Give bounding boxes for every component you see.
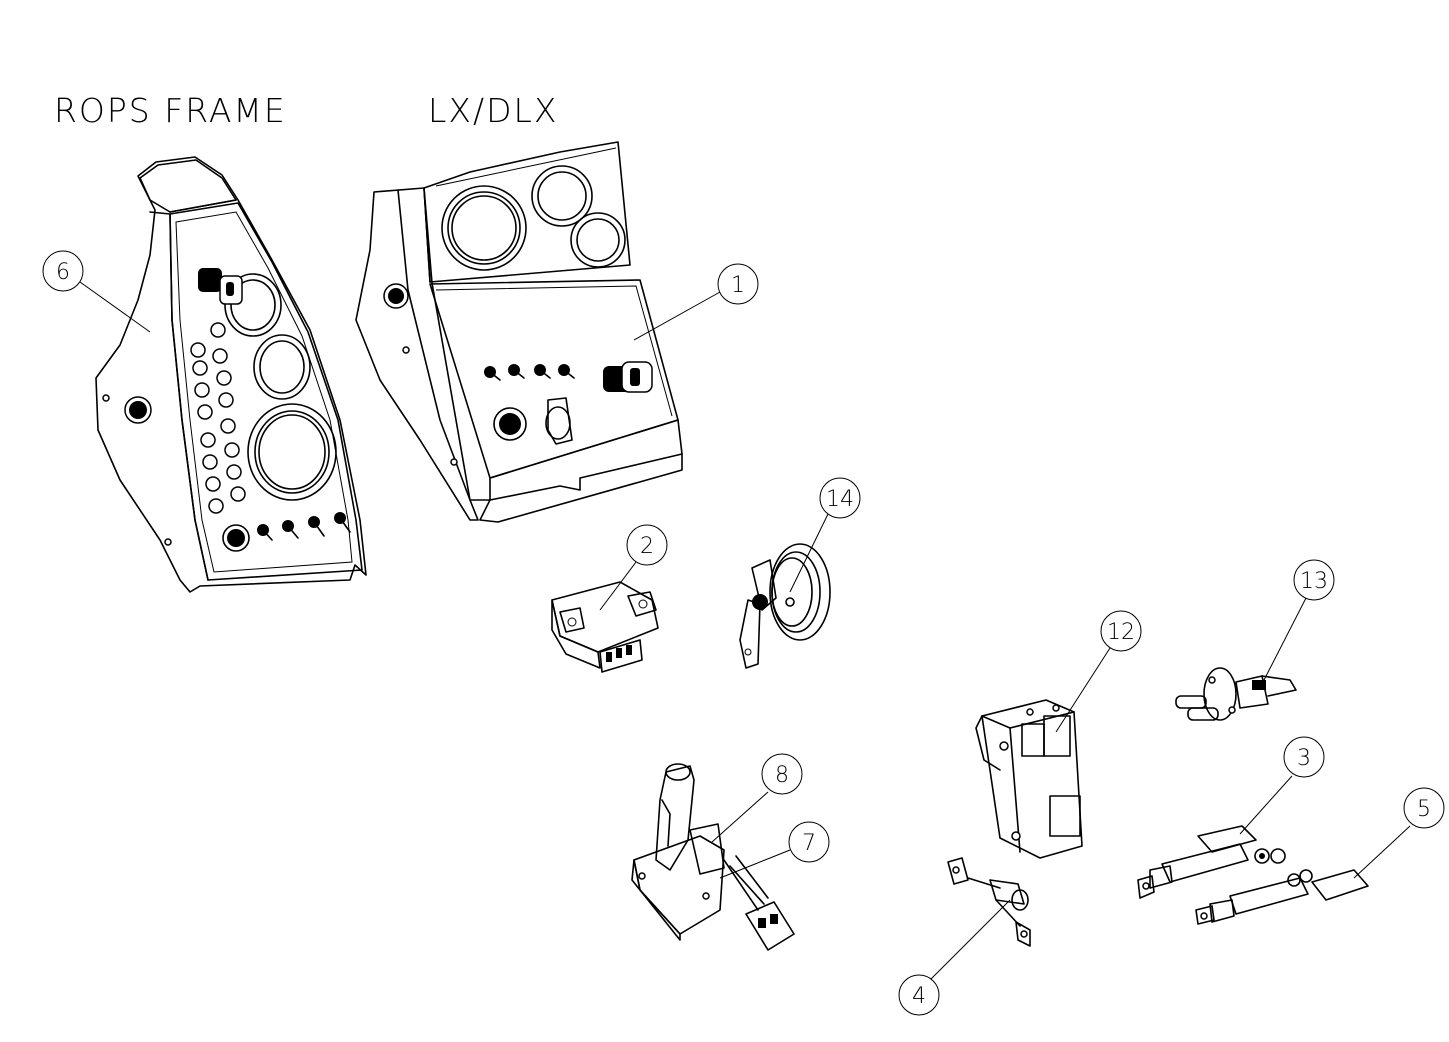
toggle-switches [257, 512, 351, 541]
callout-3: 3 [1283, 736, 1325, 778]
callout-label: 14 [826, 487, 854, 512]
callout-7: 7 [788, 821, 830, 863]
callout-6: 6 [42, 250, 84, 292]
part-14-horn [739, 543, 831, 669]
callout-label: 13 [1300, 569, 1328, 594]
callout-label: 1 [731, 273, 745, 298]
lx-dlx-dash-panel [355, 141, 683, 523]
callout-label: 6 [56, 260, 70, 285]
part-13-battery-switch [1175, 667, 1297, 721]
indicator-lights [190, 322, 246, 514]
part-5-fuse-holder [1195, 869, 1369, 925]
part-8-throttle-lever [631, 763, 725, 941]
callout-14: 14 [819, 477, 861, 519]
title-rops-frame: ROPS FRAME [54, 91, 287, 130]
callout-2: 2 [626, 524, 668, 566]
callout-4: 4 [898, 974, 940, 1016]
part-4-inline-fuse [947, 857, 1031, 947]
dash-toggle-switches [484, 364, 575, 381]
callout-label: 2 [640, 534, 654, 559]
part-3-fuse-holder [1137, 825, 1286, 899]
callout-leaders [79, 281, 1411, 981]
callout-13: 13 [1293, 559, 1335, 601]
callout-label: 8 [775, 763, 789, 788]
callout-label: 5 [1417, 797, 1431, 822]
callout-label: 7 [802, 831, 816, 856]
callout-label: 4 [912, 984, 926, 1009]
callout-12: 12 [1100, 610, 1142, 652]
callout-5: 5 [1403, 787, 1445, 829]
callout-8: 8 [761, 753, 803, 795]
part-2-module [551, 581, 659, 673]
callout-label: 12 [1107, 620, 1135, 645]
part-7-throttle-sensor [723, 855, 795, 951]
rops-frame-panel [95, 156, 367, 593]
title-lx-dlx: LX/DLX [428, 91, 559, 130]
part-12-relay-block [975, 699, 1083, 859]
callout-1: 1 [717, 263, 759, 305]
callout-label: 3 [1297, 746, 1311, 771]
